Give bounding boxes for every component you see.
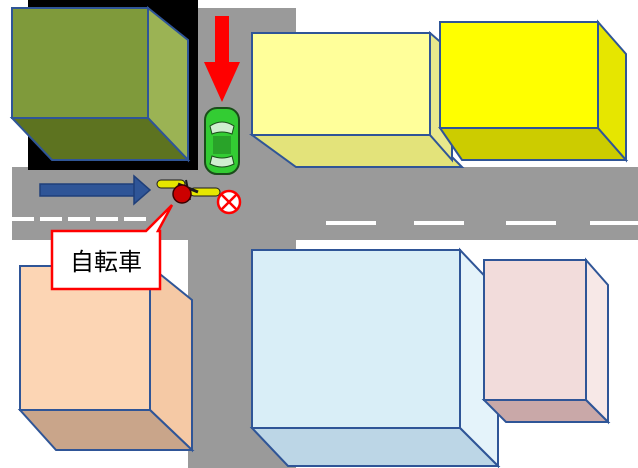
- lane-dash: [414, 221, 464, 225]
- building-bottom-face: [438, 127, 629, 161]
- arrow-right-icon: [39, 174, 152, 206]
- car-icon: [204, 107, 240, 175]
- building-top-right: [438, 19, 629, 163]
- cyclist-head: [172, 184, 192, 204]
- lane-dash: [40, 217, 62, 221]
- horizontal-road: [12, 167, 638, 240]
- building-front-face: [439, 21, 599, 129]
- lane-dash: [12, 217, 34, 221]
- building-bottom-right: [481, 257, 611, 425]
- building-side-face: [585, 257, 609, 425]
- collision-x-icon: [216, 189, 242, 215]
- building-bottom-left: [17, 263, 195, 453]
- callout-label: 自転車: [70, 248, 142, 276]
- building-top-left: [9, 5, 191, 163]
- bicycle-callout: 自転車: [50, 204, 174, 291]
- building-front-face: [251, 249, 461, 429]
- building-bottom-face: [481, 399, 611, 423]
- car-rear-window: [209, 155, 235, 168]
- lane-dash: [96, 217, 118, 221]
- lane-dash: [590, 221, 638, 225]
- building-front-face: [251, 32, 431, 136]
- arrow-head: [133, 174, 152, 206]
- building-top-middle: [248, 30, 465, 168]
- arrow-shaft: [215, 16, 229, 62]
- lane-dash: [506, 221, 556, 225]
- arrow-shaft: [39, 183, 137, 197]
- building-bottom-middle: [249, 247, 501, 468]
- building-front-face: [11, 7, 149, 119]
- lane-dash: [124, 217, 146, 221]
- bicycle-icon: [156, 179, 221, 204]
- arrow-down-icon: [204, 16, 240, 102]
- callout-box: [50, 204, 174, 291]
- building-front-face: [483, 259, 587, 401]
- lane-dash: [68, 217, 90, 221]
- lane-dash: [326, 221, 376, 225]
- building-bottom-face: [249, 427, 501, 467]
- car-windshield: [209, 121, 235, 135]
- lane-markings: [12, 217, 638, 225]
- car-roof: [213, 136, 231, 154]
- collision-x-stroke: [221, 194, 237, 210]
- arrow-head: [204, 62, 240, 102]
